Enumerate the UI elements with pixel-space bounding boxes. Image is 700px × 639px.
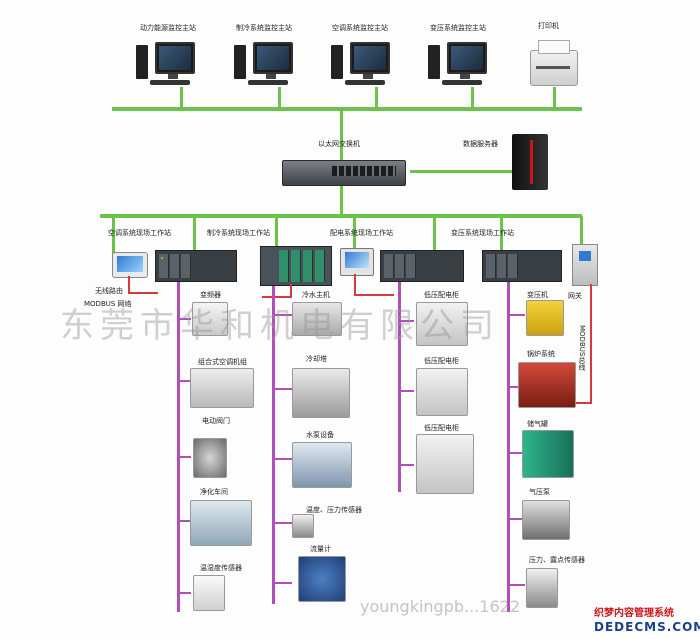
compressor-icon [526,300,564,336]
server-link [410,170,512,173]
field-station-refrig-label: 制冷系统现场工作站 [207,229,270,237]
field-drop-7 [580,216,583,246]
col3-label-2: 低压配电柜 [424,424,459,432]
drop-1 [180,87,183,109]
field-drop-1 [112,216,115,256]
workstation-label: 空调系统监控主站 [332,24,388,32]
lv-cabinet-2-icon [416,368,468,416]
logo-line1: 织梦内容管理系统 [594,608,674,619]
humidity-sensor-icon [193,575,225,611]
field-drop-5 [433,216,436,250]
col3-label-0: 低压配电柜 [424,291,459,299]
field-ethernet-bus [100,214,582,218]
modbus-vertical-label: MODBUS总线 [578,325,586,371]
col2-label-2: 水泵设备 [306,431,334,439]
col1-label-0: 变频器 [200,291,221,299]
field-station-power-label: 配电系统现场工作站 [330,229,393,237]
plc-refrig[interactable] [260,246,332,286]
col2-label-3: 温度、压力传感器 [306,506,362,514]
plc-ac[interactable] [155,250,237,282]
modbus-line-refrig-h [262,296,292,298]
col4-label-1: 锅炉系统 [527,350,555,358]
field-bus-col3 [398,282,401,492]
col4-label-2: 储气罐 [527,420,548,428]
server-label: 数据服务器 [463,140,498,148]
ahu-icon [190,368,254,408]
top-ethernet-bus [112,107,582,111]
col1-label-4: 温湿度传感器 [200,564,242,572]
temp-pressure-sensor-icon [292,514,314,538]
drop-4 [471,87,474,109]
field-drop-4 [353,216,356,248]
modbus-line-router-h [128,292,158,294]
field-station-ac-label: 空调系统现场工作站 [108,229,171,237]
air-pump-icon [522,500,570,540]
col1-label-1: 组合式空调机组 [198,358,247,366]
chiller-icon [292,302,342,336]
plc-transformer[interactable] [482,250,562,282]
url-watermark: youngkingpb...1622 [360,597,520,616]
plc-power[interactable] [380,250,464,282]
clean-room-icon [190,500,252,546]
col1-label-2: 电动阀门 [202,417,230,425]
pump-equipment-icon [292,442,352,488]
field-bus-col2 [272,286,275,604]
lv-cabinet-1-icon [416,302,468,346]
switch-label: 以太网交换机 [318,140,360,148]
field-bus-col1 [177,282,180,612]
modbus-line-refrig [290,284,292,298]
workstation-label: 制冷系统监控主站 [236,24,292,32]
col1-label-3: 净化车间 [200,488,228,496]
dewpoint-sensor-icon [526,568,558,608]
lv-cabinet-3-icon [416,434,474,494]
switch-downlink [340,186,343,215]
col4-label-0: 变压机 [527,291,548,299]
switch-uplink [340,109,343,161]
workstation-label: 变压系统监控主站 [430,24,486,32]
logo-line2: DEDECMS.COM [594,620,700,634]
modbus-gateway-label: MODBUS 网络 [84,300,132,308]
drop-2 [278,87,281,109]
gateway-device[interactable] [572,244,598,286]
col4-label-4: 压力、露点传感器 [529,556,585,564]
col2-label-4: 流量计 [310,545,331,553]
dedecms-logo: 织梦内容管理系统 DEDECMS.COM [590,601,700,639]
col4-label-3: 气压泵 [529,488,550,496]
cooling-tower-icon [292,368,350,418]
modbus-line-router [128,276,130,294]
flowmeter-icon [298,556,346,602]
col3-label-1: 低压配电柜 [424,357,459,365]
wireless-router-label: 无线路由 [95,287,123,295]
col2-label-0: 冷水主机 [302,291,330,299]
boiler-icon [518,362,576,408]
frequency-converter-icon [192,302,228,336]
col2-label-1: 冷却塔 [306,355,327,363]
field-bus-col4 [507,282,510,612]
field-station-transformer-label: 变压系统现场工作站 [451,229,514,237]
gateway-label: 网关 [568,292,582,300]
drop-3 [375,87,378,109]
modbus-line-power-h [354,294,394,296]
modbus-line-gateway-h [560,402,592,404]
field-drop-2 [193,216,196,250]
field-drop-3 [275,216,278,248]
printer-label: 打印机 [538,22,559,30]
wireless-router-panel[interactable] [112,252,148,278]
air-tank-icon [522,430,574,478]
motorized-valve-icon [193,438,227,478]
hmi-power[interactable] [340,248,374,276]
modbus-line-power [354,274,356,296]
workstation-label: 动力能源监控主站 [140,24,196,32]
company-watermark: 东莞市华和机电有限公司 [60,306,500,346]
modbus-line-gateway [590,284,592,404]
field-drop-6 [500,216,503,250]
drop-printer [553,87,556,109]
